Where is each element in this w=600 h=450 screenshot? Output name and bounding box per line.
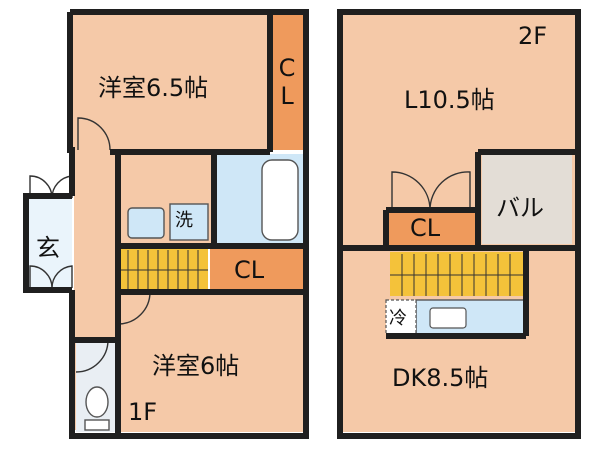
sink [429,307,467,329]
label-floor-1f: 1F [128,398,158,426]
toilet-tank [84,419,110,431]
bathtub [261,159,299,241]
closet-2f-fill [386,212,478,246]
label-floor-2f: 2F [518,22,548,50]
label-closet-a: CL [273,54,301,110]
label-dining-kitchen: DK8.5帖 [392,364,489,392]
label-balcony: バル [496,194,544,222]
fridge-space [385,299,417,335]
label-western-6: 洋室6帖 [152,352,240,380]
stair-2f-fill [390,252,524,296]
stair-2f-treads [390,254,524,296]
room-western-65 [70,14,270,150]
wall-1f-entrance [23,193,72,293]
washer [169,203,209,241]
label-entrance: 玄 [36,234,60,262]
second-floor-plan [337,9,581,439]
wall-2f-outer [337,9,581,439]
toilet-bowl [85,386,109,418]
label-living: L10.5帖 [404,86,495,114]
label-fridge-icon: 冷 [389,308,407,329]
wall-1f-outer [67,9,309,439]
first-floor-plan [23,9,309,439]
door-swing-1 [77,117,111,151]
door-swing-closet-2f [391,171,471,211]
label-washroom-icon: 洗 [175,210,193,231]
toilet-fill [76,340,118,432]
door-swing-entrance-b [29,265,73,289]
balcony-fill [482,152,572,244]
label-western-65: 洋室6.5帖 [98,74,209,102]
closet-b-fill [210,248,306,290]
label-closet-b: CL [234,256,265,284]
entrance-fill [26,198,72,288]
closet-a-fill [272,14,304,150]
room-western-6 [118,292,306,432]
stair-1f-treads [118,250,208,290]
washbasin [127,207,165,239]
wall-2f-inner [340,149,578,339]
stair-1f-fill [118,248,208,290]
label-closet-2f: CL [410,214,441,242]
wall-1f-inner [110,12,306,436]
